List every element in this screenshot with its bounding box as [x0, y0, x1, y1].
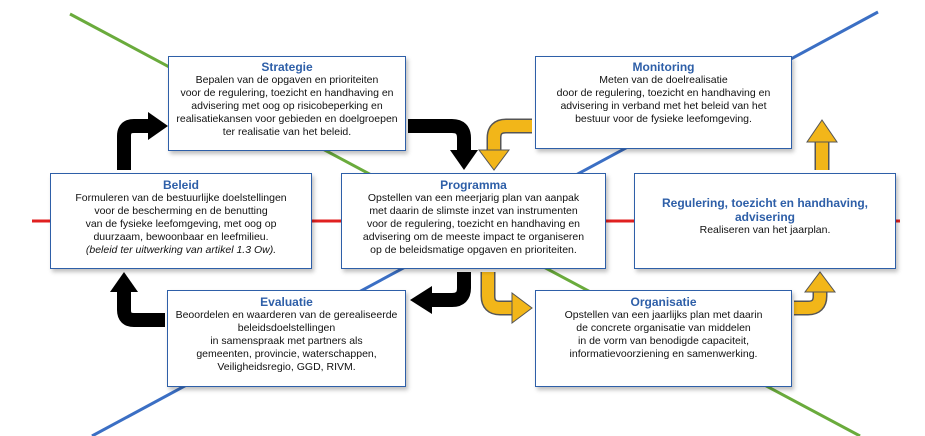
- regulering-box: Regulering, toezicht en handhaving, advi…: [634, 173, 896, 269]
- programma-line: met daarin de slimste inzet van instrume…: [369, 205, 578, 217]
- strategie-box: Strategie Bepalen van de opgaven en prio…: [168, 56, 406, 151]
- monitoring-line: Meten van de doelrealisatie: [599, 74, 728, 86]
- programma-line: op de beleidsmatige opgaven en prioritei…: [370, 244, 577, 256]
- programma-line: voor de regulering, toezicht en handhavi…: [366, 218, 581, 230]
- programma-line: advisering om de meeste impact te organi…: [362, 231, 585, 243]
- arrow-organisatie-to-regulering: [794, 271, 836, 316]
- strategie-line: voor de regulering, toezicht en handhavi…: [180, 87, 394, 99]
- beleid-legal-note: (beleid ter uitwerking van artikel 1.3 O…: [85, 244, 277, 256]
- organisatie-description: Opstellen van een jaarlijks plan met daa…: [536, 309, 791, 361]
- organisatie-box: Organisatie Opstellen van een jaarlijks …: [535, 290, 792, 387]
- programma-box: Programma Opstellen van een meerjarig pl…: [341, 173, 606, 269]
- beleid-title: Beleid: [162, 178, 199, 192]
- monitoring-description: Meten van de doelrealisatie door de regu…: [536, 74, 791, 126]
- beleid-box: Beleid Formuleren van de bestuurlijke do…: [50, 173, 312, 269]
- strategie-title: Strategie: [261, 60, 313, 74]
- strategie-description: Bepalen van de opgaven en prioriteiten v…: [169, 74, 405, 139]
- arrow-evaluatie-to-beleid: [110, 272, 165, 327]
- evaluatie-line: gemeenten, provincie, waterschappen,: [196, 348, 377, 360]
- arrow-programma-to-organisatie: [480, 272, 533, 324]
- evaluatie-description: Beoordelen en waarderen van de gerealise…: [168, 309, 405, 374]
- beleid-line: voor de bescherming en de benutting: [94, 205, 268, 217]
- strategie-line: Bepalen van de opgaven en prioriteiten: [195, 74, 379, 86]
- programma-title: Programma: [440, 178, 507, 192]
- strategie-line: ter realisatie van het beleid.: [222, 126, 352, 138]
- monitoring-box: Monitoring Meten van de doelrealisatie d…: [535, 56, 792, 149]
- arrow-monitoring-to-programma: [478, 118, 532, 171]
- evaluatie-line: in samenspraak met partners als: [210, 335, 363, 347]
- programma-description: Opstellen van een meerjarig plan van aan…: [342, 192, 605, 257]
- arrow-beleid-to-strategie: [117, 112, 168, 170]
- monitoring-line: door de regulering, toezicht en handhavi…: [556, 87, 771, 99]
- arrow-programma-to-evaluatie: [410, 272, 471, 314]
- strategie-line: realisatiekansen voor gebieden en doelgr…: [176, 113, 398, 125]
- programma-line: Opstellen van een meerjarig plan van aan…: [367, 192, 580, 204]
- regulering-title-line-2: advisering: [734, 210, 796, 224]
- regulering-line: Realiseren van het jaarplan.: [699, 224, 831, 236]
- arrow-strategie-to-programma: [408, 119, 478, 170]
- organisatie-line: de concrete organisatie van middelen: [576, 322, 751, 334]
- regulering-title-line-1: Regulering, toezicht en handhaving,: [661, 196, 868, 210]
- evaluatie-line: Veiligheidsregio, GGD, RIVM.: [217, 361, 356, 373]
- strategie-line: advisering met oog op risicobeperking en: [191, 100, 383, 112]
- organisatie-line: informatievoorziening en samenwerking.: [569, 348, 758, 360]
- organisatie-line: Opstellen van een jaarlijks plan met daa…: [564, 309, 763, 321]
- beleid-description: Formuleren van de bestuurlijke doelstell…: [51, 192, 311, 257]
- evaluatie-line: beleidsdoelstellingen: [237, 322, 336, 334]
- monitoring-title: Monitoring: [632, 60, 695, 74]
- beleid-line: van de fysieke leefomgeving, met oog op: [85, 218, 277, 230]
- evaluatie-line: Beoordelen en waarderen van de gerealise…: [175, 309, 398, 321]
- beleid-line: Formuleren van de bestuurlijke doelstell…: [75, 192, 287, 204]
- organisatie-title: Organisatie: [630, 295, 697, 309]
- regulering-description: Realiseren van het jaarplan.: [635, 224, 895, 237]
- monitoring-line: advisering in verband met het beleid van…: [560, 100, 767, 112]
- beleid-line: duurzaam, bewoonbaar en leefmilieu.: [93, 231, 269, 243]
- evaluatie-title: Evaluatie: [260, 295, 313, 309]
- arrow-regulering-to-monitoring: [806, 119, 838, 170]
- monitoring-line: bestuur voor de fysieke leefomgeving.: [575, 113, 752, 125]
- organisatie-line: in de vorm van benodigde capaciteit,: [577, 335, 750, 347]
- evaluatie-box: Evaluatie Beoordelen en waarderen van de…: [167, 290, 406, 387]
